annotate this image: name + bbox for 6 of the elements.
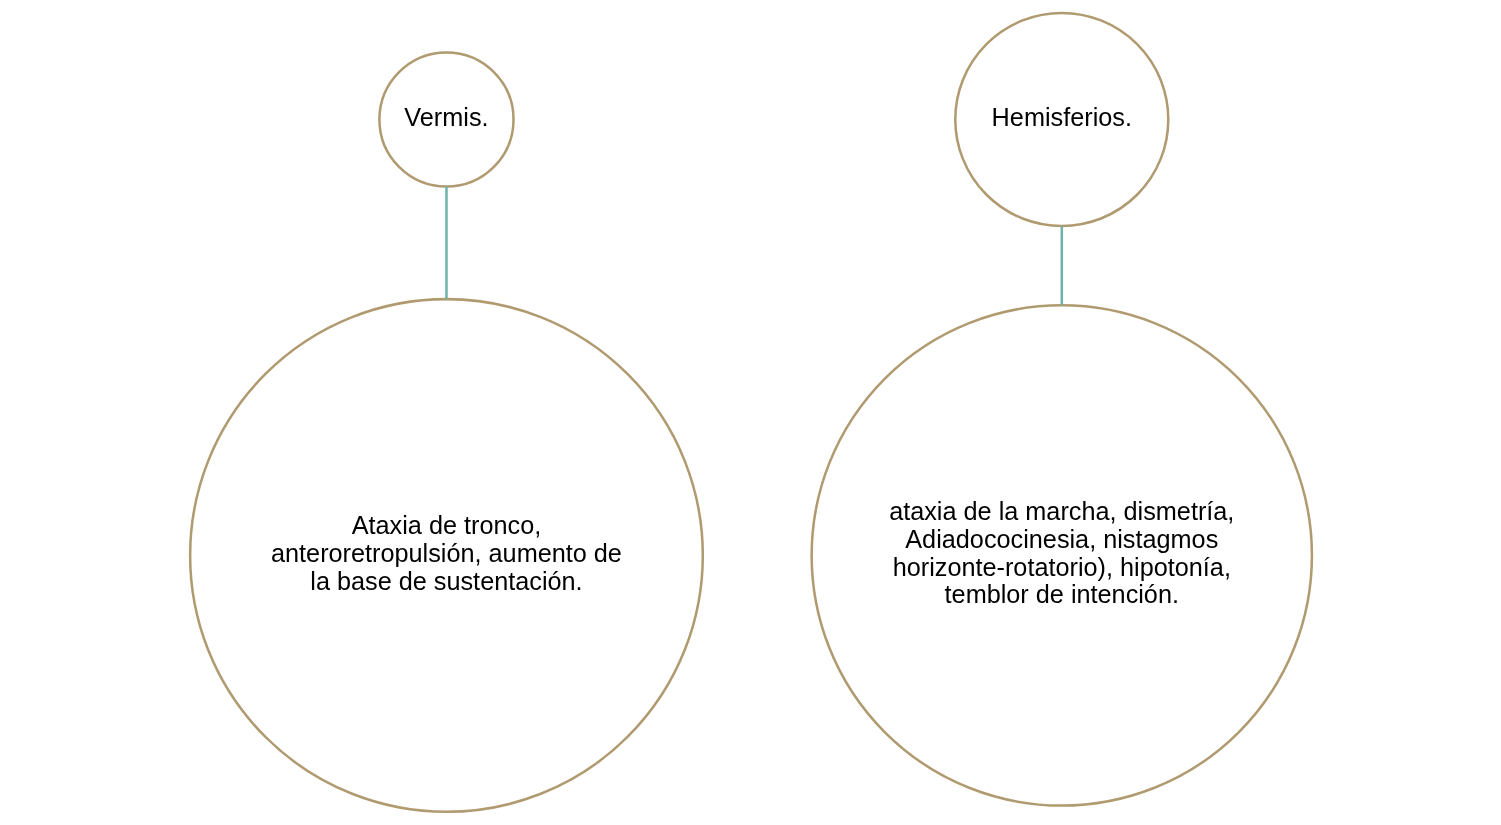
connector xyxy=(444,186,448,299)
node-circle: Vermis. xyxy=(377,51,515,188)
node-circle: Hemisferios. xyxy=(953,11,1170,228)
node-circle: Ataxia de tronco, anteroretropulsión, aumento de la base de sustentación. xyxy=(188,297,704,814)
node-circle: ataxia de la marcha, dismetría, Adiadococinesia, nistagmos horizonte-rotatorio), hipotonía, temblor de intención. xyxy=(809,304,1313,807)
connector xyxy=(1060,226,1063,305)
